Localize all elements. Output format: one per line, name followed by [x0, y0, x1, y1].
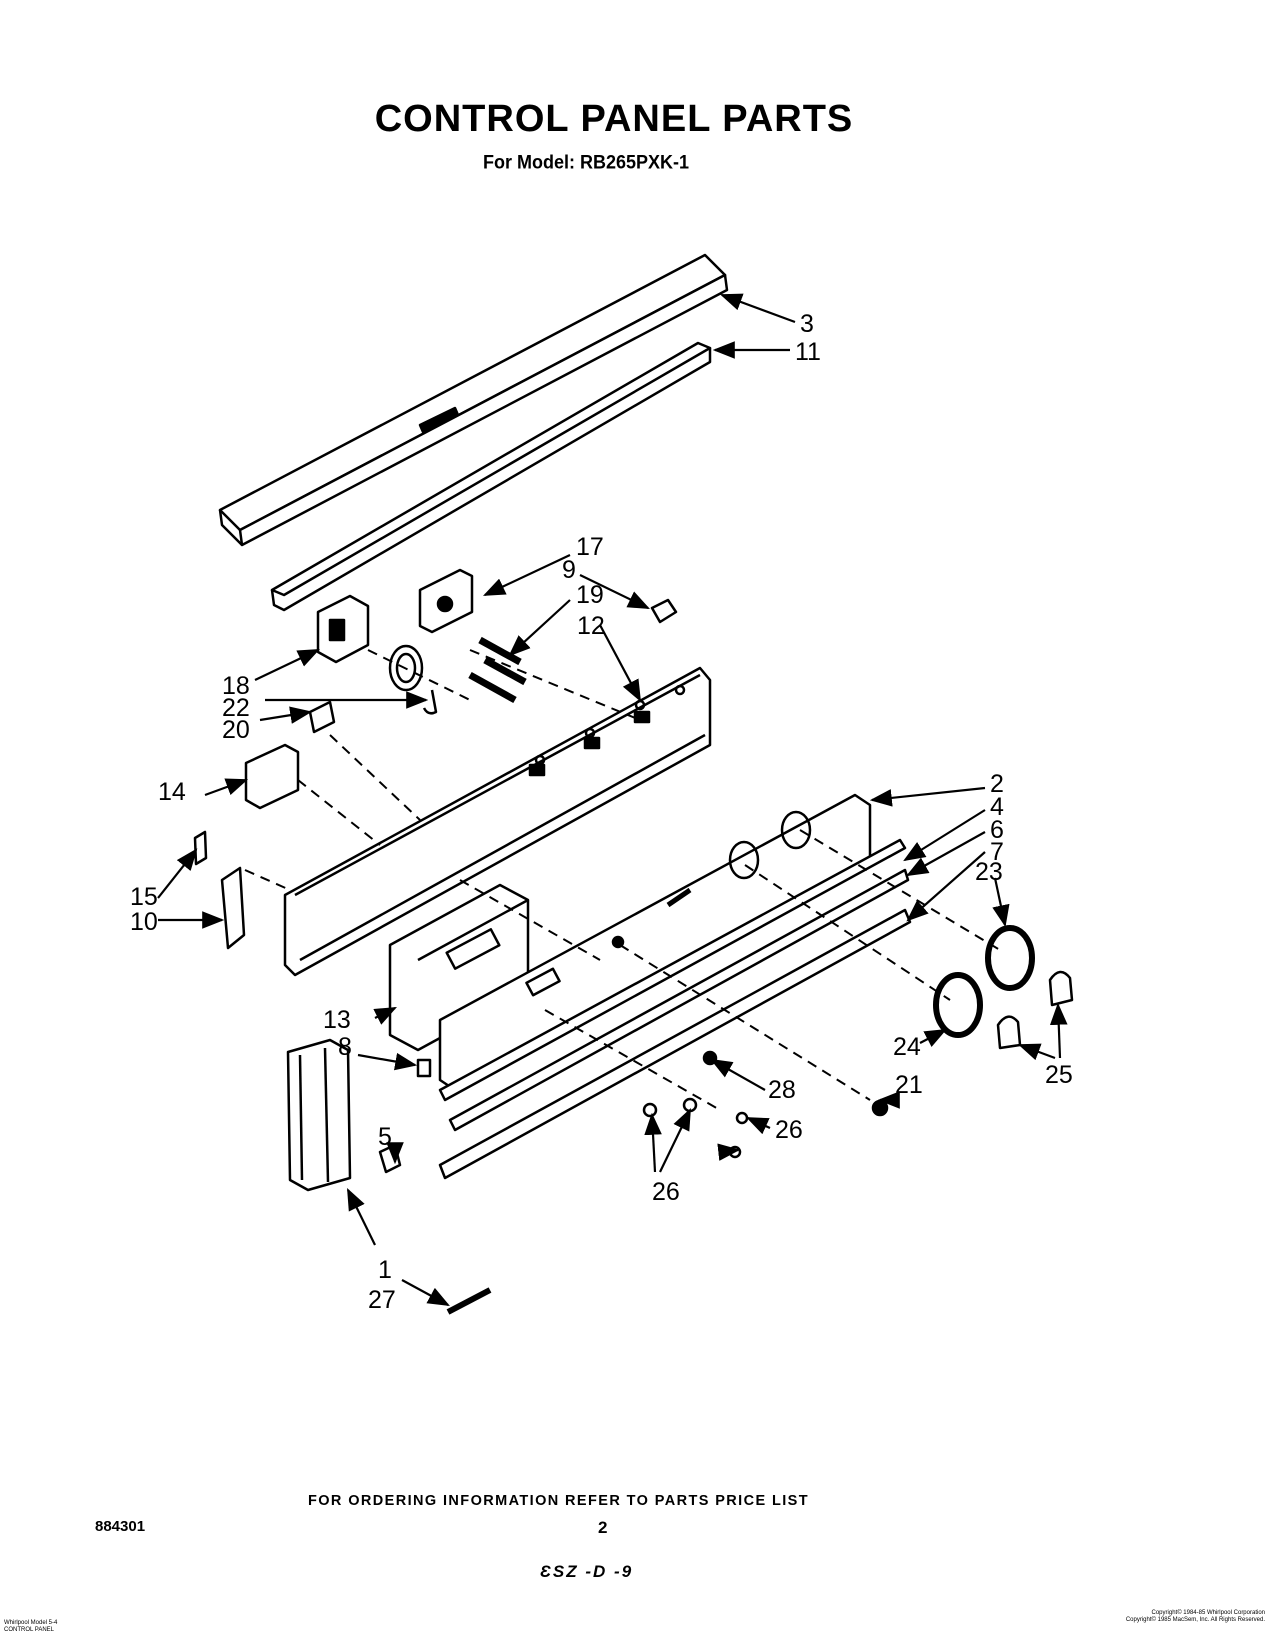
fine-print-right: Copyright© 1984-85 Whirlpool Corporation…	[995, 1610, 1265, 1624]
callout-3: 3	[800, 310, 814, 338]
callout-28: 28	[768, 1076, 796, 1104]
callout-13: 13	[323, 1006, 351, 1034]
part-19-lamps	[468, 636, 527, 704]
callout-1: 1	[378, 1256, 392, 1284]
callout-26-b: 26	[652, 1178, 680, 1206]
part-18-switch	[316, 594, 370, 664]
callout-24: 24	[893, 1033, 921, 1061]
document-number: 884301	[95, 1518, 146, 1535]
part-24-knob-ring	[933, 972, 983, 1038]
ordering-note: FOR ORDERING INFORMATION REFER TO PARTS …	[308, 1493, 809, 1509]
callout-4: 4	[990, 793, 1004, 821]
callout-19: 19	[576, 581, 604, 609]
callout-labels: 3 11 17 9 19 12 18 22 20 2 4 6 7 23 14 1…	[130, 310, 1073, 1314]
part-9-knob	[650, 598, 678, 624]
callout-17: 17	[576, 533, 604, 561]
callout-9: 9	[562, 556, 576, 584]
leader-lines	[157, 293, 1068, 1307]
page-title: CONTROL PANEL PARTS	[374, 98, 854, 140]
callout-15: 15	[130, 883, 158, 911]
fine-print-right-line-1: Copyright© 1984-85 Whirlpool Corporation	[1151, 1610, 1265, 1616]
part-14-cover	[244, 743, 300, 810]
fine-print-left-line-1: Whirlpool Model 5-4	[4, 1620, 58, 1626]
callout-25: 25	[1045, 1061, 1073, 1089]
part-20-clip	[308, 700, 336, 734]
page-number: 2	[598, 1518, 608, 1537]
part-27-pin	[446, 1287, 492, 1315]
fine-print-left: Whirlpool Model 5-4 CONTROL PANEL	[4, 1620, 57, 1634]
callout-8: 8	[338, 1033, 352, 1061]
part-10-bracket	[220, 866, 246, 950]
model-subtitle: For Model: RB265PXK-1	[482, 150, 690, 173]
handwritten-code: ƐSZ -D -9	[540, 1562, 634, 1581]
callout-10: 10	[130, 908, 158, 936]
callout-23: 23	[975, 858, 1003, 886]
assembly-lines	[244, 649, 1001, 1111]
callout-11: 11	[795, 338, 821, 366]
part-1-module	[286, 1038, 352, 1192]
part-23-knob-ring	[985, 925, 1035, 991]
part-11-strip	[270, 341, 712, 612]
callout-18: 18	[222, 672, 250, 700]
callout-26-a: 26	[775, 1116, 803, 1144]
callout-5: 5	[378, 1123, 392, 1151]
part-15-clip	[193, 830, 208, 866]
part-8-spacer	[416, 1058, 432, 1078]
part-25-knobs	[996, 970, 1074, 1050]
callout-27: 27	[368, 1286, 396, 1314]
fine-print-left-line-2: CONTROL PANEL	[4, 1627, 55, 1633]
fine-print-right-line-2: Copyright© 1985 MacSem, Inc. All Rights …	[1125, 1617, 1265, 1623]
callout-22: 22	[222, 694, 250, 722]
callout-6: 6	[990, 816, 1004, 844]
callout-21: 21	[895, 1071, 923, 1099]
callout-7: 7	[990, 838, 1004, 866]
callout-20: 20	[222, 716, 250, 744]
part-22-screw	[422, 689, 438, 715]
part-17-bracket	[418, 568, 474, 634]
part-3-top-channel	[218, 253, 729, 547]
fasteners	[642, 1050, 889, 1159]
part-12-rear-panel	[283, 666, 712, 977]
callout-14: 14	[158, 778, 186, 806]
callout-12: 12	[577, 612, 605, 640]
callout-2: 2	[990, 770, 1004, 798]
